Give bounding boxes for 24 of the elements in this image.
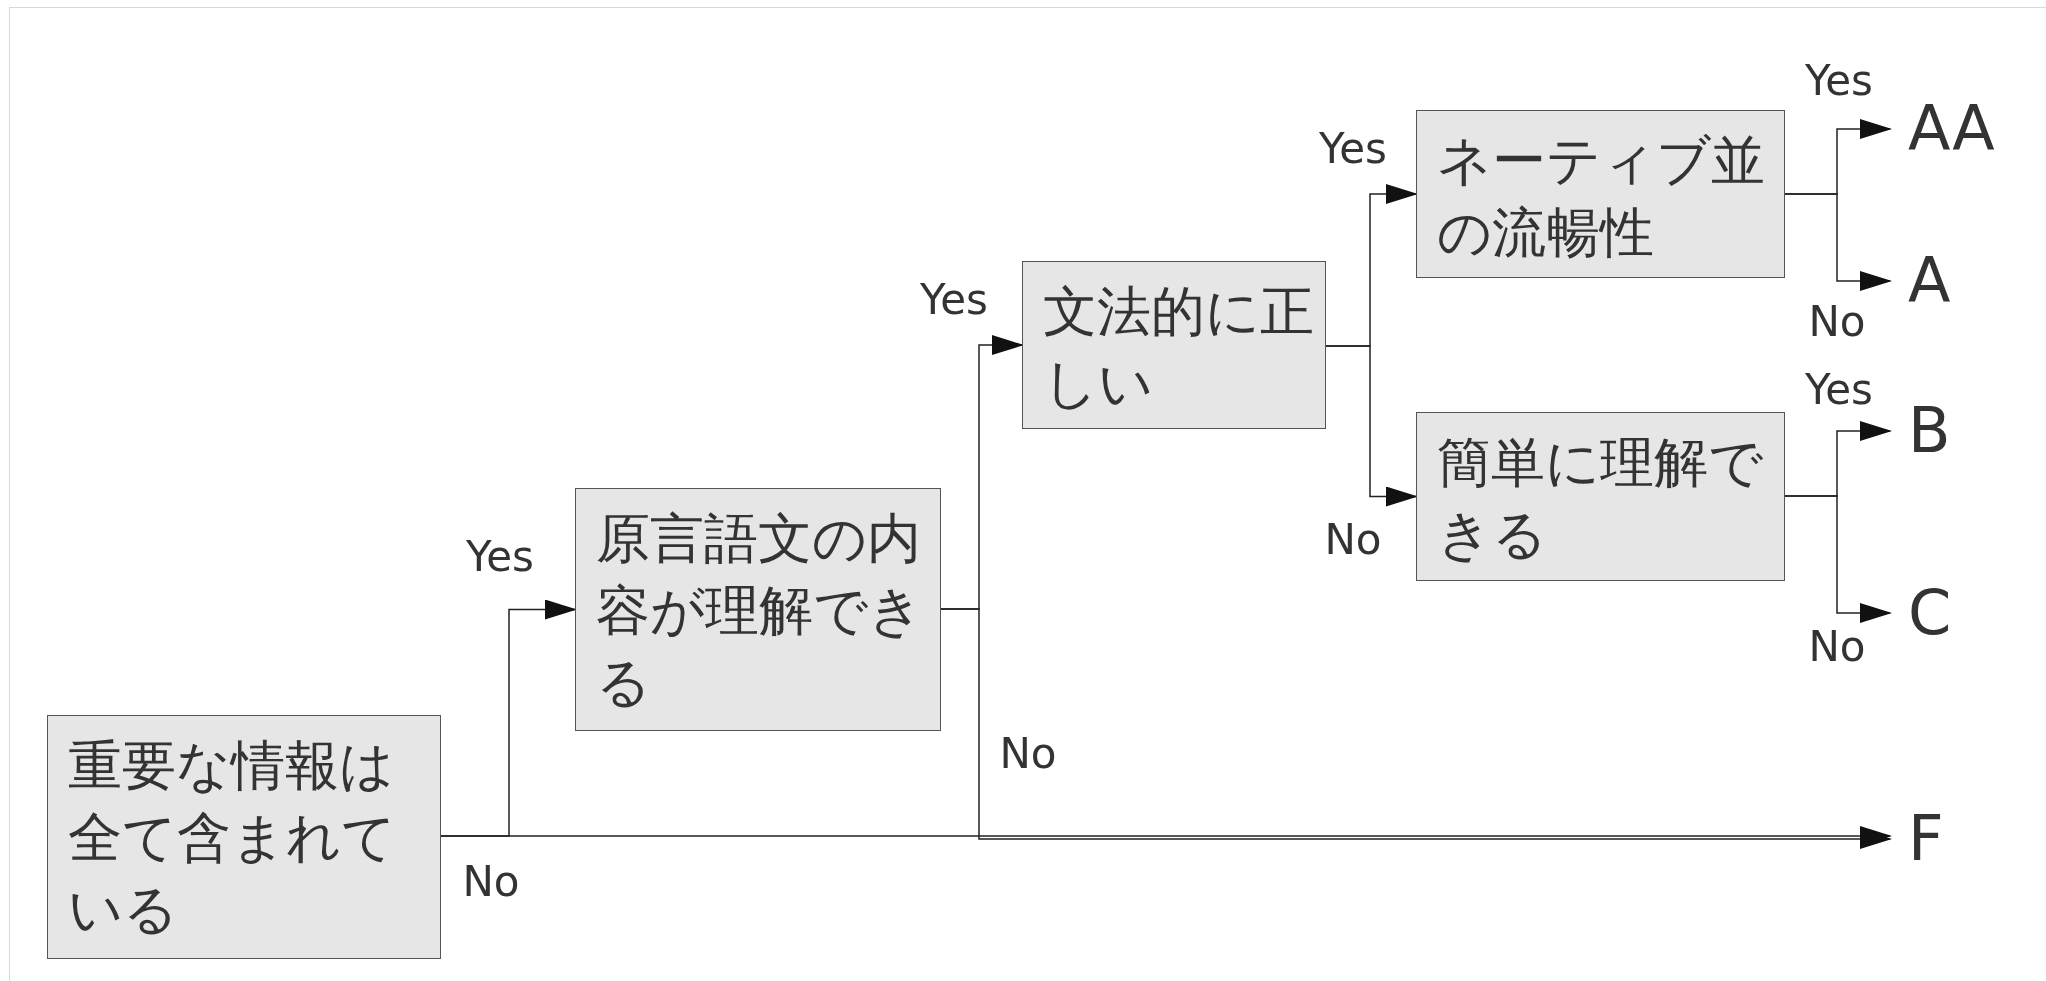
edge-label: No	[1808, 298, 1866, 346]
grade-label: C	[1908, 578, 1952, 648]
edge-label: No	[1808, 623, 1866, 671]
edge-label: Yes	[1319, 125, 1387, 173]
edge-label: Yes	[1805, 57, 1873, 105]
decision-box: 原言語文の内容が理解できる	[575, 488, 941, 731]
grade-label: AA	[1908, 94, 1995, 164]
edge-label: Yes	[1805, 366, 1873, 414]
decision-box: 文法的に正しい	[1022, 261, 1326, 429]
edge-label: Yes	[466, 533, 534, 581]
edge-label: No	[462, 858, 520, 906]
grade-label: A	[1908, 246, 1951, 316]
decision-box: ネーティブ並の流暢性	[1416, 110, 1785, 278]
arrow	[1325, 345, 1418, 507]
arrow	[940, 608, 1892, 849]
decision-box: 簡単に理解できる	[1416, 412, 1785, 581]
grade-label: F	[1908, 804, 1944, 874]
arrow	[1784, 193, 1892, 291]
edge-label: No	[1324, 516, 1382, 564]
edge-label: Yes	[920, 276, 988, 324]
decision-box: 重要な情報は全て含まれている	[47, 715, 441, 959]
grade-label: B	[1908, 396, 1951, 466]
arrow	[1784, 495, 1892, 623]
edge-label: No	[999, 730, 1057, 778]
